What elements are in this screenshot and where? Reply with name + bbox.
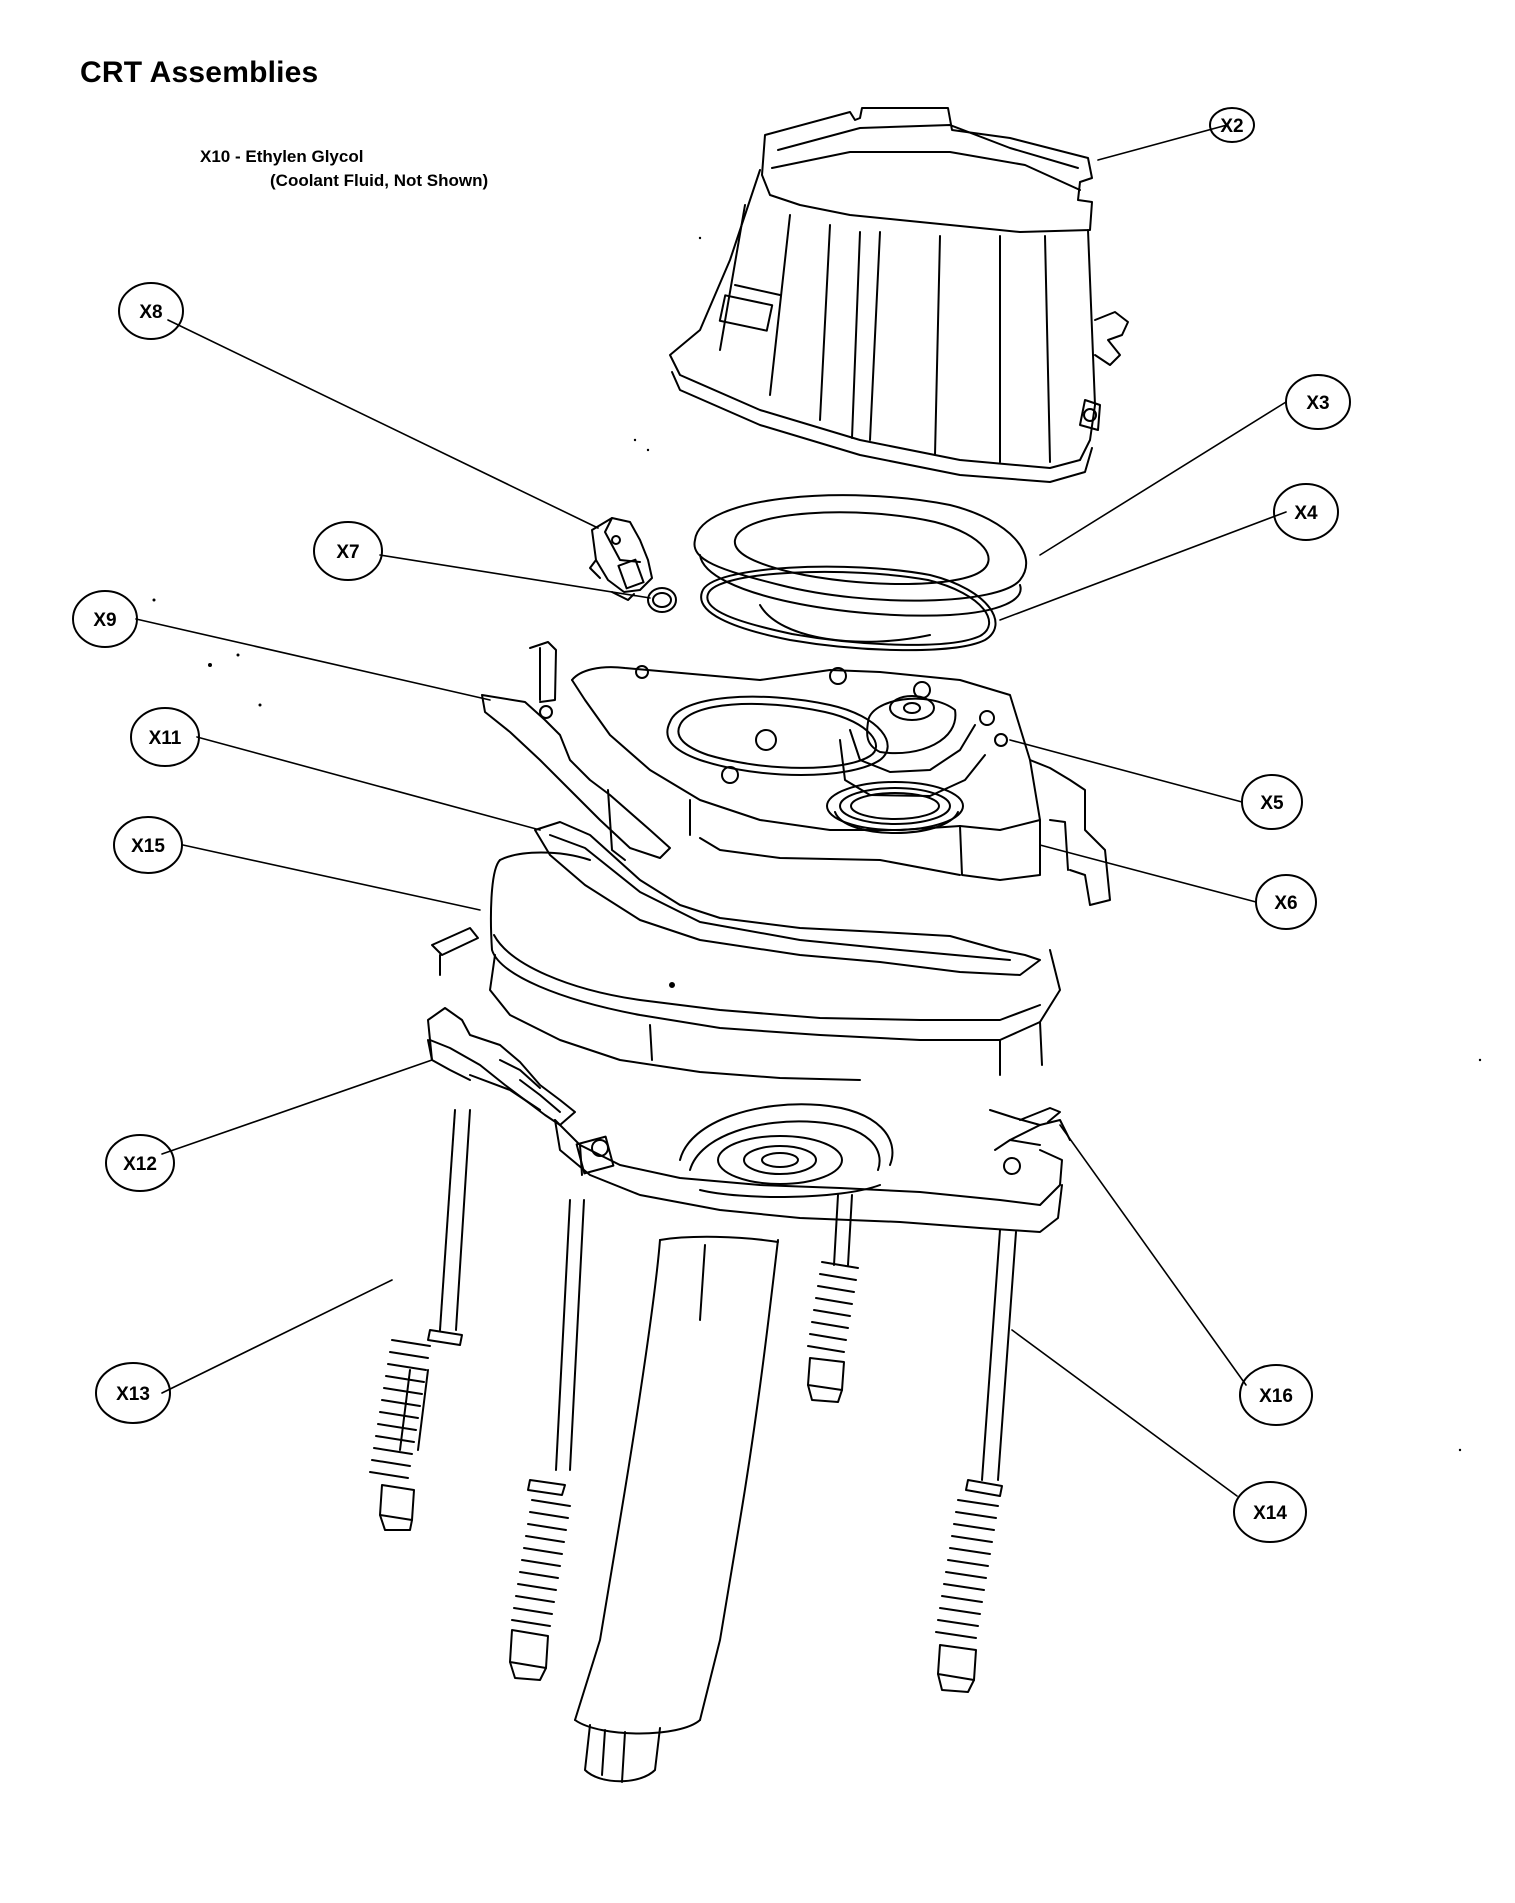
part-x4-gasket [700, 565, 997, 652]
svg-text:X14: X14 [1253, 1503, 1287, 1524]
callout-x12: X12 [105, 1134, 175, 1192]
svg-text:X11: X11 [149, 728, 182, 749]
part-x12-mounting-frame [427, 1007, 1071, 1233]
callout-x9: X9 [72, 590, 138, 648]
callout-x5: X5 [1241, 774, 1303, 830]
callout-x11: X11 [130, 707, 200, 767]
svg-text:X13: X13 [116, 1384, 150, 1405]
callout-x8: X8 [118, 282, 184, 340]
part-x3-faceplate [693, 494, 1027, 617]
svg-text:X2: X2 [1220, 116, 1243, 137]
callout-x13: X13 [95, 1362, 171, 1424]
svg-text:X7: X7 [336, 542, 359, 563]
svg-text:X5: X5 [1260, 793, 1284, 814]
callout-x16: X16 [1239, 1364, 1313, 1426]
callout-x7: X7 [313, 521, 383, 581]
svg-text:X8: X8 [139, 302, 162, 323]
part-x5-fitting [839, 695, 986, 797]
part-x7-o-ring [647, 587, 677, 613]
part-x2-housing [669, 107, 1129, 483]
part-x15-main-block [431, 851, 1061, 1081]
coolant-note: X10 - Ethylen Glycol (Coolant Fluid, Not… [200, 145, 488, 193]
crt-funnel [679, 1103, 894, 1198]
svg-text:X15: X15 [131, 836, 165, 857]
page-title: CRT Assemblies [80, 56, 319, 89]
svg-text:X16: X16 [1259, 1386, 1293, 1407]
svg-text:X3: X3 [1306, 393, 1329, 414]
part-x8-sensor [589, 517, 653, 601]
part-x11-gasket [534, 821, 1041, 976]
callout-x14: X14 [1233, 1481, 1307, 1543]
svg-text:X9: X9 [93, 610, 116, 631]
part-x9-coupler-block [481, 641, 1111, 906]
callout-x4: X4 [1273, 483, 1339, 541]
svg-text:X6: X6 [1274, 893, 1297, 914]
callout-x2: X2 [1209, 107, 1255, 143]
scan-speckles [152, 236, 1482, 1452]
part-x6-ring [826, 781, 964, 834]
callout-x15: X15 [113, 816, 183, 874]
callout-leaders [135, 124, 1287, 1497]
coolant-note-line-1: X10 - Ethylen Glycol [200, 147, 364, 166]
coolant-note-line-2: (Coolant Fluid, Not Shown) [270, 171, 489, 190]
callout-x6: X6 [1255, 874, 1317, 930]
mounting-screws [369, 1109, 1017, 1693]
svg-text:X4: X4 [1294, 503, 1318, 524]
crt-neck [574, 1235, 779, 1783]
svg-text:X12: X12 [123, 1154, 157, 1175]
callout-x3: X3 [1285, 374, 1351, 430]
